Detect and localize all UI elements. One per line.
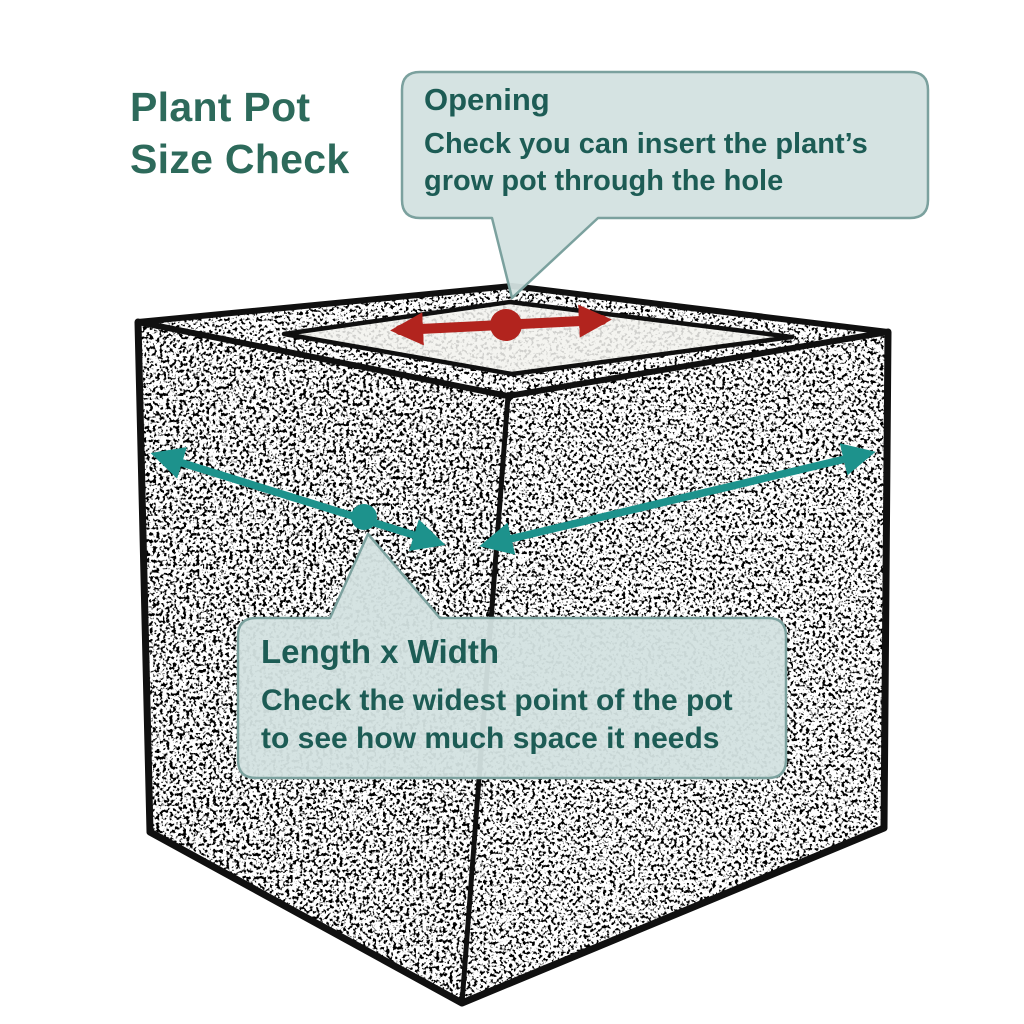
page-title: Plant Pot Size Check — [130, 84, 350, 182]
length-width-corner-dot — [351, 504, 377, 530]
length-width-callout-title: Length x Width — [261, 633, 499, 670]
opening-center-dot — [490, 309, 522, 341]
length-width-callout-bubble — [236, 532, 788, 780]
opening-callout-body: Check you can insert the plant’s grow po… — [424, 128, 868, 197]
opening-callout-bubble — [400, 70, 930, 300]
opening-annotation — [390, 304, 612, 346]
width-span-arrow — [479, 443, 876, 555]
length-width-annotation — [150, 443, 876, 555]
length-width-callout-body: Check the widest point of the pot to see… — [261, 684, 733, 755]
opening-callout-title: Opening — [424, 82, 550, 117]
length-span-arrow — [150, 447, 446, 551]
